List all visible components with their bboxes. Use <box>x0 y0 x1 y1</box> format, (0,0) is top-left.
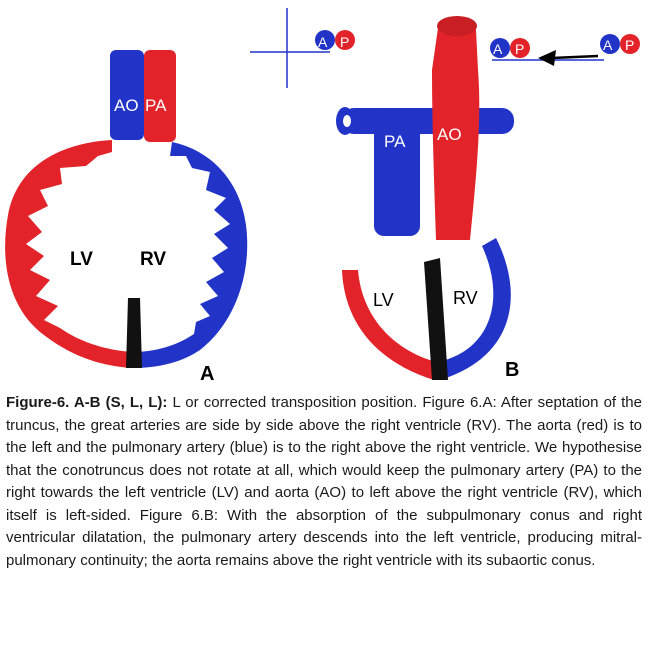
caption-body: L or corrected transposition position. F… <box>6 394 642 569</box>
pair-left-a-label: A <box>493 41 503 57</box>
panel-a-right-ventricle-wall <box>132 142 248 368</box>
panel-a-pa-label: PA <box>145 96 167 115</box>
pair-right-a-label: A <box>603 37 613 53</box>
rotation-arrow <box>551 54 599 60</box>
panel-a-lv-label: LV <box>70 249 93 270</box>
pair-right-pulmonary-dot <box>620 34 640 54</box>
panel-b-rv-label: RV <box>453 288 478 308</box>
pair-left-p-label: P <box>515 41 524 57</box>
panel-a-pulmonary-vessel <box>144 50 176 142</box>
crosshair-pulmonary-dot <box>335 30 355 50</box>
pair-right-p-label: P <box>625 37 634 53</box>
panel-a-septum <box>126 298 142 368</box>
crosshair-a-label: A <box>318 34 328 50</box>
crosshair-aorta-dot <box>315 30 335 50</box>
pair-left-pulmonary-dot <box>510 38 530 58</box>
rotation-arrow-head <box>538 50 556 66</box>
orientation-rotation-indicator: A P A P <box>490 34 640 66</box>
figure-caption: Figure-6. A-B (S, L, L): L or corrected … <box>6 392 642 572</box>
panel-b-aorta-vessel <box>432 17 480 241</box>
crosshair-p-label: P <box>340 34 349 50</box>
figure-artwork: AO PA LV RV A A P PA AO LV RV B <box>5 8 640 385</box>
panel-b-diagram: PA AO LV RV B <box>336 16 519 381</box>
caption-title: Figure-6. A-B (S, L, L): <box>6 394 168 411</box>
orientation-crosshair: A P <box>250 8 355 88</box>
panel-a-rv-label: RV <box>140 249 166 270</box>
panel-b-pa-label: PA <box>384 132 406 151</box>
panel-a-aorta-vessel <box>110 50 144 140</box>
pair-left-aorta-dot <box>490 38 510 58</box>
pair-right-aorta-dot <box>600 34 620 54</box>
panel-b-left-ventricle-wall <box>342 270 436 380</box>
panel-b-ao-label: AO <box>437 125 462 144</box>
panel-b-letter: B <box>505 359 519 381</box>
panel-b-pulmonary-branches <box>342 108 514 134</box>
panel-b-septum <box>424 258 448 380</box>
panel-a-letter: A <box>200 363 214 385</box>
panel-b-lv-label: LV <box>373 290 394 310</box>
panel-a-left-ventricle-wall <box>5 140 132 368</box>
panel-a-ao-label: AO <box>114 96 139 115</box>
panel-b-right-ventricle-wall <box>438 238 511 380</box>
panel-b-pulmonary-trunk <box>374 110 420 236</box>
panel-a-diagram: AO PA LV RV A <box>5 50 248 385</box>
